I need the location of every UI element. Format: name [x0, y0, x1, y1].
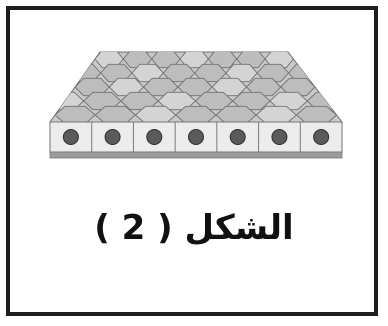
cell-columns: [50, 122, 342, 152]
tissue-top-surface: [46, 50, 344, 123]
figure-caption: الشكل ( 2 ): [0, 208, 388, 248]
cell-nucleus: [63, 130, 78, 145]
cell-nucleus: [105, 130, 120, 145]
cell-nucleus: [189, 130, 204, 145]
basement-membrane: [50, 152, 342, 158]
cell-nucleus: [272, 130, 287, 145]
cell-nucleus: [147, 130, 162, 145]
cell-nucleus: [230, 130, 245, 145]
cell-nucleus: [314, 130, 329, 145]
